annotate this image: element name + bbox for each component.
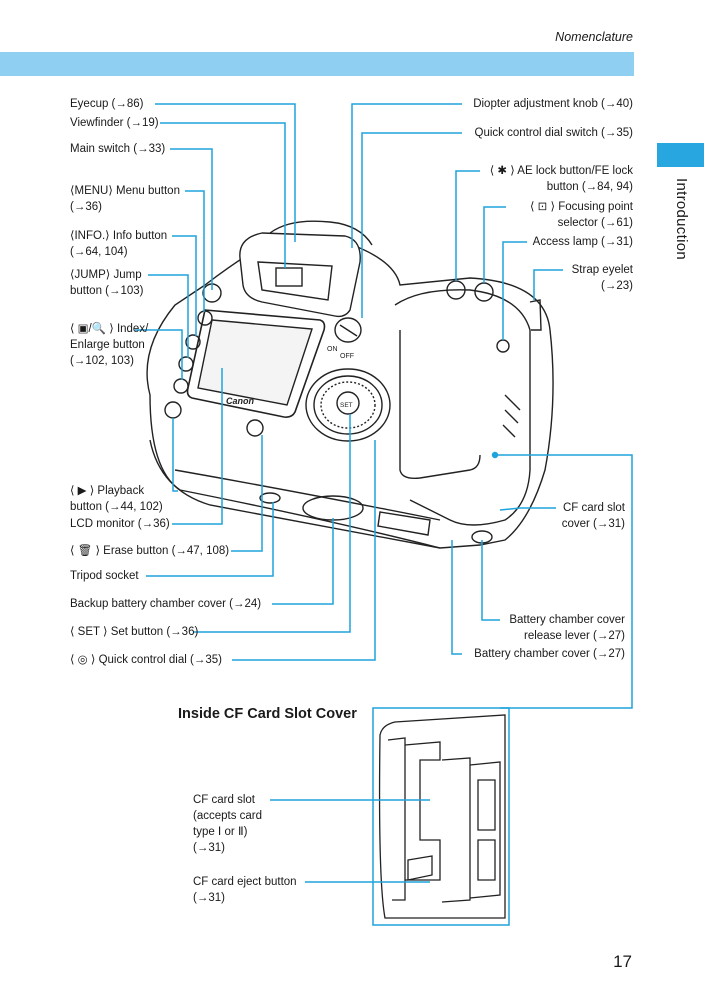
label-quick-dial: ⟨ ◎ ⟩ Quick control dial (→35) — [70, 654, 222, 666]
cf-cover-dot — [491, 451, 499, 459]
inside-section-title: Inside CF Card Slot Cover — [178, 706, 357, 722]
brand-logo: Canon — [226, 396, 255, 406]
label-cf-eject: CF card eject button (→31) — [193, 876, 297, 904]
label-info-button: ⟨INFO.⟩ Info button (→64, 104) — [70, 230, 168, 258]
label-access-lamp: Access lamp (→31) — [532, 236, 633, 248]
label-quick-dial-switch: Quick control dial switch (→35) — [474, 127, 634, 139]
label-viewfinder: Viewfinder (→19) — [70, 117, 159, 129]
inside-frame — [372, 707, 510, 926]
label-backup-battery: Backup battery chamber cover (→24) — [70, 598, 262, 610]
set-mark: SET — [340, 402, 353, 409]
label-lcd-monitor: LCD monitor (→36) — [70, 518, 170, 530]
label-eyecup: Eyecup (→86) — [70, 98, 144, 110]
label-index-button: ⟨ ▣/🔍 ⟩ Index/ Enlarge button (→102, 103… — [70, 323, 149, 367]
on-mark: ON — [327, 346, 338, 353]
label-main-switch: Main switch (→33) — [70, 143, 166, 155]
label-jump-button: ⟨JUMP⟩ Jump button (→103) — [70, 269, 144, 297]
label-battery-lever: Battery chamber cover release lever (→27… — [509, 614, 625, 642]
label-strap-eyelet: Strap eyelet (→23) — [571, 264, 633, 292]
section-title: Nomenclature — [555, 30, 633, 44]
page-number: 17 — [613, 952, 632, 971]
label-cf-cover: CF card slot cover (→31) — [561, 502, 625, 530]
camera-body — [146, 220, 554, 549]
label-battery-cover: Battery chamber cover (→27) — [474, 648, 625, 660]
label-ae-lock: ⟨ ✱ ⟩ AE lock button/FE lock button (→84… — [489, 165, 633, 193]
label-focusing-point: ⟨ ⊡ ⟩ Focusing point selector (→61) — [530, 201, 633, 229]
leader-lines — [135, 103, 633, 883]
label-playback-button: ⟨ ▶ ⟩ Playback button (→44, 102) — [70, 485, 163, 513]
cf-slot-illustration — [378, 714, 506, 919]
label-diopter: Diopter adjustment knob (→40) — [473, 98, 633, 110]
off-mark: OFF — [340, 353, 354, 360]
label-set-button: ⟨ SET ⟩ Set button (→36) — [70, 626, 199, 638]
chapter-tab-label: Introduction — [673, 178, 690, 260]
header-band — [0, 52, 634, 76]
label-tripod-socket: Tripod socket — [70, 570, 139, 582]
camera-texts: Canon SET ON OFF — [226, 346, 354, 409]
label-menu-button: ⟨MENU⟩ Menu button (→36) — [70, 185, 180, 213]
label-erase-button: ⟨ 🗑 ⟩ Erase button (→47, 108) — [70, 545, 230, 557]
chapter-tab-marker — [657, 143, 704, 167]
label-cf-slot: CF card slot (accepts card type Ⅰ or Ⅱ) … — [193, 794, 263, 854]
